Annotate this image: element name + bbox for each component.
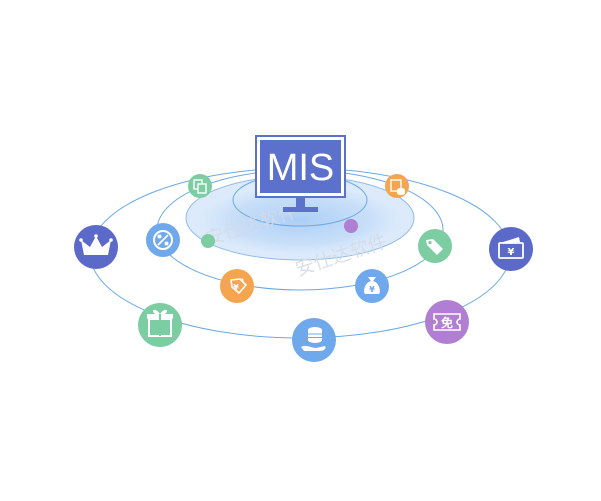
svg-text:¥: ¥: [508, 247, 515, 258]
gift-icon: [138, 303, 182, 347]
glow-core: [200, 186, 400, 254]
wallet-yuan-icon: ¥: [489, 227, 533, 271]
svg-text:¥: ¥: [233, 283, 239, 292]
orbit-dot-purple: [344, 219, 358, 233]
monitor-icon: [255, 135, 346, 212]
money-bag-yuan-icon: ¥: [355, 269, 389, 303]
tag-icon: [418, 229, 452, 263]
percent-icon: [146, 223, 180, 257]
price-tag-yuan-icon: ¥: [220, 269, 254, 303]
orbit-dot-green: [201, 234, 215, 248]
crown-icon: [74, 225, 118, 269]
copy-document-icon: [188, 174, 212, 198]
mis-label: MIS: [267, 147, 335, 189]
svg-text:¥: ¥: [369, 285, 375, 294]
coins-hand-icon: [292, 318, 336, 362]
database-icon: [385, 174, 409, 198]
free-ticket-icon: 免: [425, 300, 469, 344]
free-ticket-label: 免: [441, 315, 453, 330]
